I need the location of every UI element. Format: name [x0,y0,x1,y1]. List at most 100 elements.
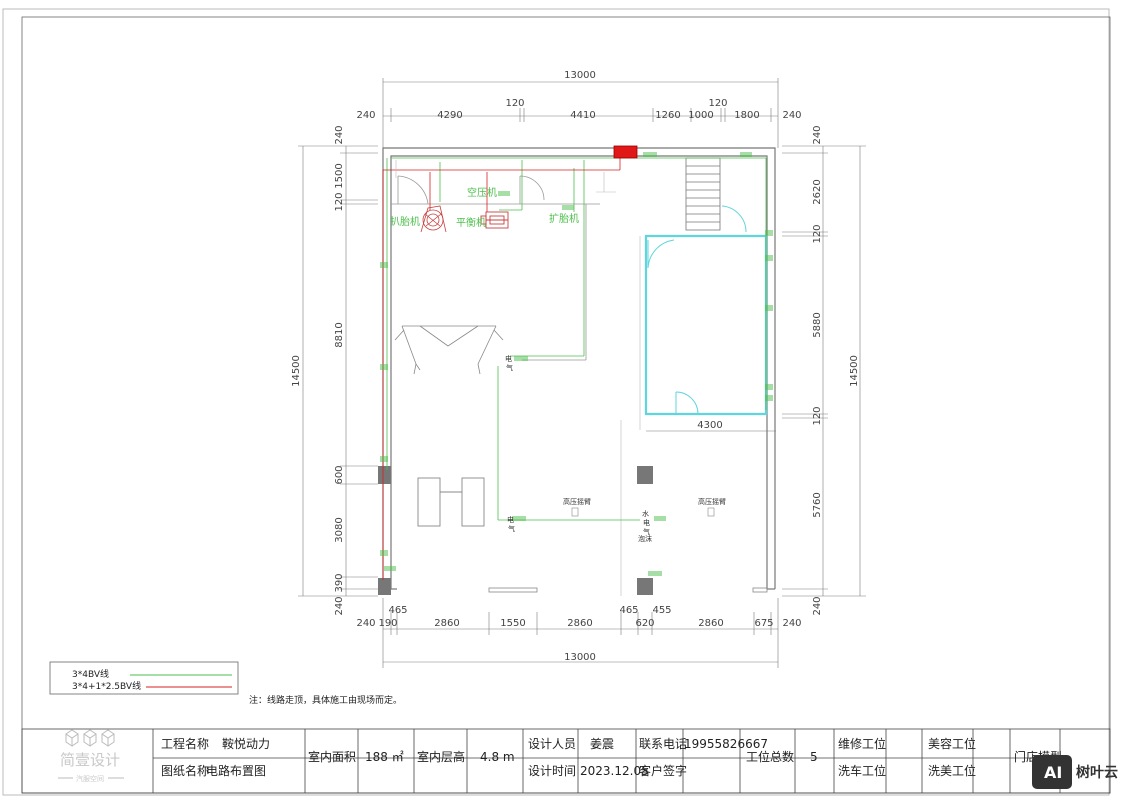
height-value: 4.8 m [480,750,515,764]
dim-total-bottom: 13000 [564,652,596,663]
dim-right-4: 5880 [812,312,823,337]
date-value: 2023.12.05 [580,764,649,778]
dim-left-1: 240 [334,125,345,144]
label-electric-1b: 气 [506,363,513,372]
note-text: 注：线路走顶，具体施工由现场而定。 [249,694,402,706]
dim-inner-room: 4300 [697,420,722,431]
project-value: 鞍悦动力 [222,736,270,751]
legend-green-label: 3*4BV线 [72,668,109,680]
balancer-sketch [480,211,509,229]
designer-value: 姜震 [590,737,614,751]
inner-room-doors [647,205,747,415]
dim-bottom-9: 240 [782,618,801,629]
dim-right-3: 120 [812,224,823,243]
legend-box [49,661,239,695]
watermark-text: 树叶云 [1076,764,1118,781]
interior-walls [391,175,600,361]
drawing-label: 图纸名称 [161,763,209,778]
dim-left-4: 8810 [334,322,345,347]
stations-label: 工位总数 [746,749,794,764]
dim-bottom-sub-1: 465 [388,605,407,616]
designer-label: 设计人员 [528,737,576,751]
sign-label: 客户签字 [639,763,687,778]
watermark-ai-glyph: AI [1044,763,1062,782]
dim-left-7: 390 [334,573,345,592]
staircase [685,157,721,231]
label-hp-arm-2: 高压摇臂 [698,497,726,506]
dim-right-col: 14500 240 2620 120 5880 120 5760 240 [812,125,860,615]
dim-left-5: 600 [334,465,345,484]
dim-left-col: 14500 240 1500 120 8810 600 3080 390 240 [291,125,345,615]
phone-value: 19955826667 [684,737,768,751]
structural-columns [378,466,653,595]
dim-left-8: 240 [334,596,345,615]
dim-right-2: 2620 [812,179,823,204]
dim-left-2: 1500 [334,163,345,188]
car-lift-pads [417,477,485,527]
dim-bottom-row: 465 465 455 240 190 2860 1550 2860 620 2… [356,605,801,629]
stations-value: 5 [810,750,818,764]
dim-top-2: 4290 [437,110,462,121]
label-air-compressor: 空压机 [467,186,497,199]
label-electric-2b: 气 [508,524,515,533]
dim-bottom-sub-3: 455 [652,605,671,616]
dim-top-5: 1260 [655,110,680,121]
dim-bottom-4: 1550 [500,618,525,629]
legend-red-label: 3*4+1*2.5BV线 [72,680,141,692]
dim-total-top: 13000 [564,70,596,81]
dim-top-4: 4410 [570,110,595,121]
high-pressure-box-1 [571,507,579,517]
sheet-inner-border [21,16,1111,794]
drawing-value: 电路布置图 [206,763,266,778]
label-balancer: 平衡机 [456,216,486,229]
area-label: 室内面积 [308,749,356,764]
dim-bottom-3: 2860 [434,618,459,629]
dim-right-6: 5760 [812,492,823,517]
label-electric-2: 电 [507,515,514,524]
wash-label: 洗车工位 [838,763,886,778]
dim-bottom-2: 190 [378,618,397,629]
label-electric-1: 电 [505,354,512,363]
sheet-outer-border [2,8,1110,796]
gray-wiring [395,160,616,193]
lift-sketch [394,325,504,375]
area-value: 188 ㎡ [365,750,404,764]
title-block-grid [21,728,1111,794]
label-water: 水 [642,509,649,518]
dim-top-3: 120 [505,98,524,109]
window-openings [488,587,768,593]
dim-top-9: 240 [782,110,801,121]
dim-top-8: 1800 [734,110,759,121]
distribution-box [613,145,638,159]
dim-bottom-5: 2860 [567,618,592,629]
label-water-foam: 泡沫 [638,534,652,543]
dim-bottom-1: 240 [356,618,375,629]
label-tire-expander: 扩胎机 [549,212,579,225]
label-hp-arm-1: 高压摇臂 [563,497,591,506]
logo-text: 简壹设计 [60,751,120,769]
watermark-badge [1032,755,1072,789]
logo-subtext: 汽服空间 [76,774,104,783]
date-label: 设计时间 [528,764,576,778]
dimension-lines [298,78,866,668]
dim-bottom-8: 675 [754,618,773,629]
dim-top-7: 120 [708,98,727,109]
dim-bottom-6: 620 [635,618,654,629]
wash-beauty-label: 洗美工位 [928,763,976,778]
project-label: 工程名称 [161,736,209,751]
dim-bottom-7: 2860 [698,618,723,629]
phone-label: 联系电话 [639,737,687,751]
dim-left-total: 14500 [291,355,302,387]
dim-top-6: 1000 [688,110,713,121]
dim-right-7: 240 [812,596,823,615]
logo-icon [58,729,124,779]
red-wiring [382,158,621,580]
dim-left-6: 3080 [334,517,345,542]
dim-right-5: 120 [812,406,823,425]
tire-changer-sketch [420,205,447,233]
high-pressure-box-2 [707,507,715,517]
label-water-electric: 电 [643,518,650,527]
dim-top-1: 240 [356,110,375,121]
beauty-label: 美容工位 [928,736,976,751]
